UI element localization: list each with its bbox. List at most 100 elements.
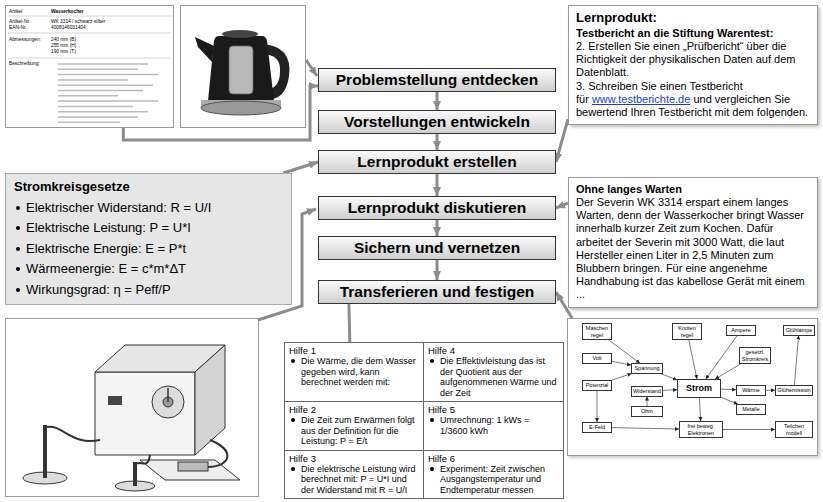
sheet-line: [58, 79, 128, 81]
concept-label: frei beweg. Elektronen: [688, 423, 715, 436]
help-cell: Hilfe 6Experiment: Zeit zwischen Ausgang…: [424, 451, 563, 499]
sheet-line: [58, 84, 153, 86]
task-card: Lernprodukt: Testbericht an die Stiftung …: [568, 5, 818, 125]
help-heading: Hilfe 2: [289, 404, 316, 415]
housing-front: [95, 372, 195, 455]
concept-map: Maschen regelKnoten regelAmpereGlühlampe…: [567, 318, 818, 456]
concept-link: [661, 374, 678, 380]
flow-arrow: [436, 174, 439, 196]
sheet-line: [58, 111, 148, 113]
formula: Wärmeenergie: E = c*m*ΔT: [26, 261, 186, 276]
sheet-field: Wasserkocher: [51, 9, 84, 15]
concept-box: Wärme: [736, 385, 766, 396]
sheet-field: 4008146031404: [51, 25, 86, 31]
sheet-field: Beschreibung:: [9, 61, 40, 67]
concept-label: Maschen regel: [586, 325, 608, 338]
flow-arrow: [283, 162, 318, 173]
bullet-dot: [291, 418, 295, 422]
kettle-window: [229, 46, 253, 94]
concept-box: Knoten regel: [672, 323, 702, 340]
cable: [208, 440, 227, 467]
stand-pole: [43, 425, 47, 478]
help-heading: Hilfe 4: [428, 345, 455, 356]
card-text: 2. Erstellen Sie einen „Prüfbericht“ übe…: [576, 40, 796, 78]
help-cell: Hilfe 4Die Effektivleistung das ist der …: [424, 343, 563, 402]
formula: Wirkungsgrad: η = Peff/P: [26, 282, 171, 297]
sheet-line: [58, 74, 158, 76]
concept-link: [663, 389, 677, 391]
process-box: Lernprodukt erstellen: [318, 150, 556, 174]
concept-box: Teilchen modell: [775, 421, 813, 438]
panel-title: Stromkreisgesetze: [14, 179, 130, 194]
concept-box: gesetzl. Stromkreis: [739, 347, 771, 364]
sheet-line: [58, 100, 158, 102]
card-title: Lernprodukt:: [576, 10, 657, 25]
help-cell: Hilfe 2Die Zeit zum Erwärmen folgt aus d…: [285, 402, 424, 451]
concept-label: Wärme: [742, 387, 760, 393]
concept-box: Maschen regel: [582, 323, 612, 340]
sheet-line: [58, 69, 138, 71]
concept-link: [612, 428, 679, 429]
card-title: Ohne langes Warten: [576, 183, 682, 195]
concept-box: Volt: [582, 353, 612, 364]
concept-box: Glühemission: [775, 385, 813, 396]
bullet-dot: [430, 418, 434, 422]
flow-arrow: [436, 220, 439, 236]
concept-label: E-Feld: [589, 424, 605, 430]
knob-mark: [167, 388, 169, 402]
step-label: Sichern und vernetzen: [354, 239, 520, 256]
help-heading: Hilfe 6: [428, 453, 455, 464]
concept-box: frei beweg. Elektronen: [679, 421, 723, 438]
concept-link: [609, 340, 640, 363]
leader-line: [306, 60, 317, 76]
sheet-field: WK 3314 / schwarz-silber: [51, 19, 105, 25]
formula: Elektrischer Widerstand: R = U/I: [26, 200, 211, 215]
concept-box: Ohm: [631, 406, 663, 417]
concept-link: [766, 390, 775, 391]
apparatus-picture: [6, 319, 259, 497]
base-plate: [140, 460, 240, 480]
sheet-field: 240 mm (B): [51, 37, 76, 43]
sheet-field: 255 mm (H): [51, 43, 76, 49]
card-text: Der Severin WK 3314 erspart einem langes…: [576, 196, 805, 300]
process-box: Sichern und vernetzen: [318, 236, 556, 260]
step-label: Lernprodukt erstellen: [357, 153, 516, 170]
process-box: Problemstellung entdecken: [318, 68, 556, 92]
process-box: Transferieren und festigen: [318, 280, 556, 304]
kettle-base: [178, 462, 208, 471]
sheet-line: [58, 106, 133, 108]
help-text: Die Zeit zum Erwärmen folgt aus der Defi…: [301, 415, 415, 446]
step-label: Lernprodukt diskutieren: [348, 199, 526, 216]
help-text: Die Effektivleistung das ist der Quotien…: [440, 356, 557, 398]
concept-label: Ohm: [641, 408, 653, 414]
step-label: Transferieren und festigen: [340, 283, 535, 300]
step-label: Problemstellung entdecken: [336, 71, 538, 88]
bullet-dot: [16, 226, 20, 230]
concept-box: Ampere: [726, 325, 756, 336]
concept-box: Widerstand: [631, 386, 663, 397]
help-heading: Hilfe 5: [428, 404, 455, 415]
switch: [108, 396, 122, 405]
help-cell: Hilfe 3Die elektrische Leistung wird ber…: [285, 451, 424, 499]
concept-label: gesetzl. Stromkreis: [742, 349, 768, 362]
card-subtitle: Testbericht an die Stiftung Warentest:: [576, 27, 773, 39]
bullet-dot: [430, 359, 434, 363]
control-knob: [152, 386, 184, 418]
concept-link: [721, 389, 736, 391]
sheet-field: EAN-Nr.: [9, 25, 27, 31]
concept-link: [612, 374, 632, 381]
concept-link: [715, 364, 741, 379]
concept-box: E-Feld: [582, 422, 612, 433]
flow-arrow: [123, 86, 318, 140]
picture-frame: [6, 319, 259, 497]
bullet-dot: [16, 247, 20, 251]
sheet-line: [58, 95, 118, 97]
card-text: www.testberichte.de: [592, 93, 690, 105]
sheet-line: [58, 63, 148, 65]
concept-link: [706, 336, 737, 380]
datasheet: ArtikelWasserkocherArtikel-Nr.WK 3314 / …: [5, 5, 174, 128]
concept-label: Widerstand: [633, 388, 661, 394]
help-cell: Hilfe 1Die Wärme, die dem Wasser gegeben…: [285, 343, 424, 402]
concept-label: Knoten regel: [678, 325, 695, 338]
cable: [47, 427, 100, 441]
